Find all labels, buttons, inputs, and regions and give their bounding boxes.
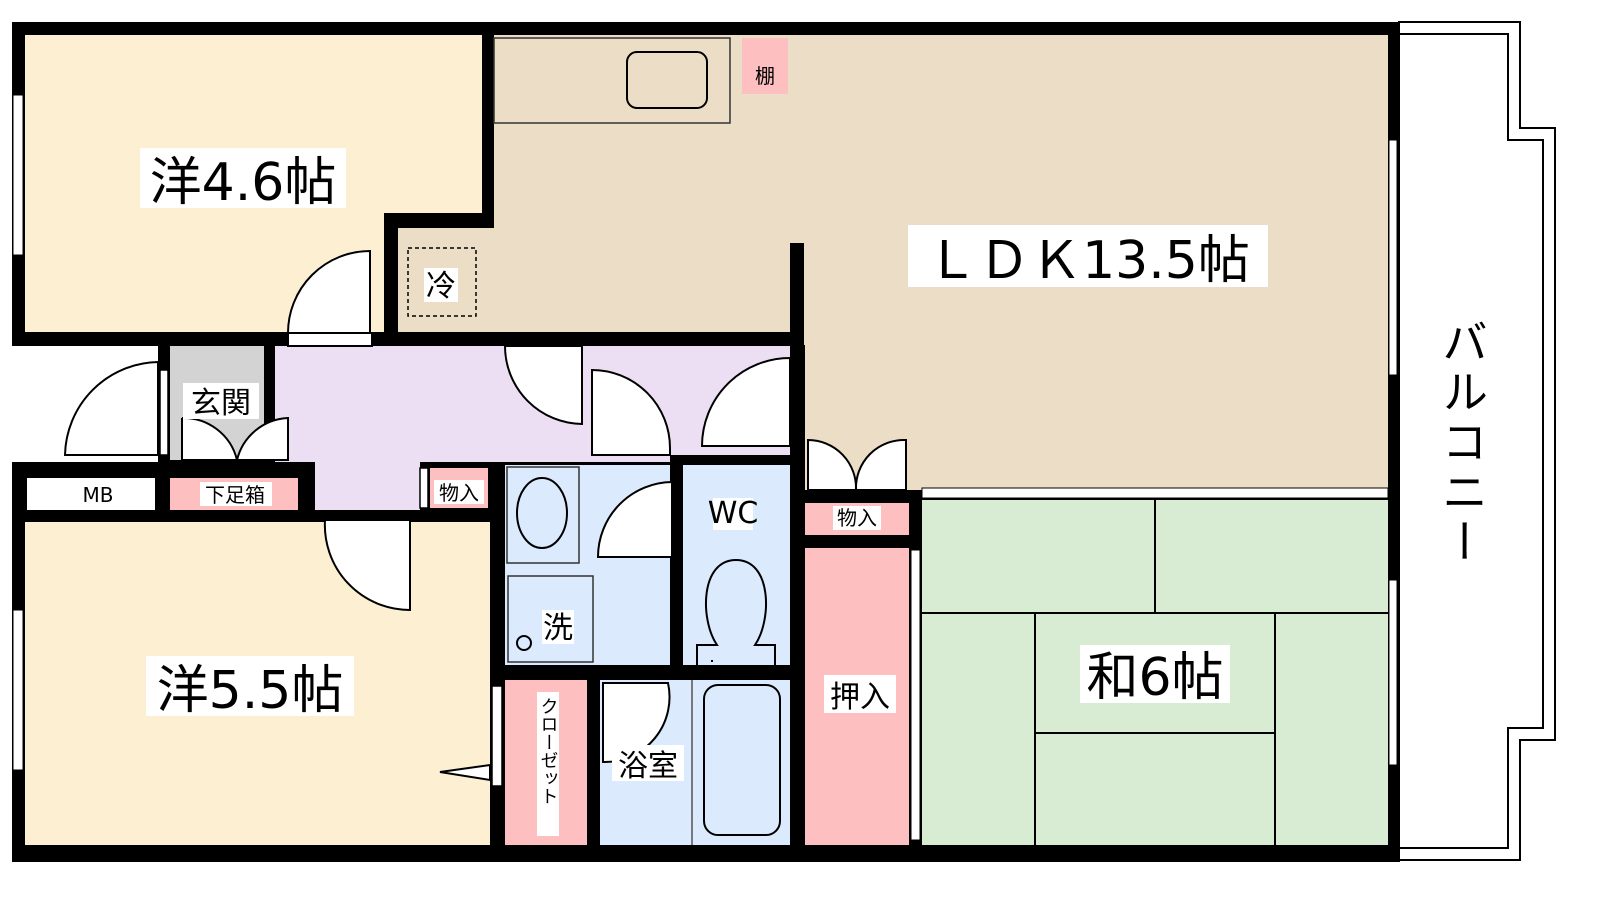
door-western1[interactable] [287,249,373,347]
label-ldk: ＬＤＫ13.5帖 [926,231,1250,291]
door-storage2[interactable] [807,438,907,491]
tatami-lines [922,500,1388,845]
sink-icon [626,51,708,109]
washbasin-icon [516,477,568,549]
label-oshiire: 押入 [830,680,890,715]
wall-stub [790,243,804,353]
drain-icon [516,635,532,651]
label-meter-box: MB [83,483,114,507]
door-entrance[interactable] [63,360,159,456]
label-western1: 洋4.6帖 [150,153,337,213]
label-japanese: 和6帖 [1086,648,1223,708]
label-bath: 浴室 [618,749,678,784]
door-closet-handle [439,763,491,782]
label-closet: クローゼット [538,697,559,805]
door-western2[interactable] [323,519,411,612]
toilet-icon [696,558,776,665]
label-shelf: 棚 [755,64,775,88]
refrigerator-space [407,247,477,317]
door-storage1[interactable] [419,467,429,509]
label-shoe-box: 下足箱 [205,483,265,507]
washer-pan [507,575,594,663]
label-balcony: バルコニー [1435,318,1489,568]
kitchen-counter [493,37,731,124]
labels: 洋4.6帖 ＬＤＫ13.5帖 冷 棚 玄関 MB 下足箱 物入 洋5.5帖 洗 … [83,64,1489,836]
label-western2: 洋5.5帖 [157,661,344,721]
door-shoe-cabinet[interactable] [181,416,289,461]
label-storage1: 物入 [439,481,479,505]
label-refrigerator: 冷 [426,269,456,304]
room-wc [683,465,790,665]
door-ldk-1[interactable] [503,345,583,426]
door-washroom[interactable] [591,368,671,456]
label-wc: WC [708,496,759,531]
bathtub-icon [703,684,781,836]
sliding-door-ldk-japanese[interactable] [921,487,1389,499]
vanity [506,466,580,564]
room-hall [275,346,790,510]
door-closet[interactable] [491,685,503,787]
doors [63,249,907,787]
label-storage2: 物入 [837,506,877,530]
windows [12,94,1398,841]
label-entrance: 玄関 [191,386,251,421]
meter-box [27,478,155,510]
balcony-outline [1398,21,1556,861]
door-ldk-2[interactable] [700,356,791,447]
room-ldk [398,35,1388,490]
label-washer: 洗 [543,611,573,646]
door-wc[interactable] [596,480,673,558]
door-entrance-frame [159,369,169,456]
shelf [742,38,788,94]
